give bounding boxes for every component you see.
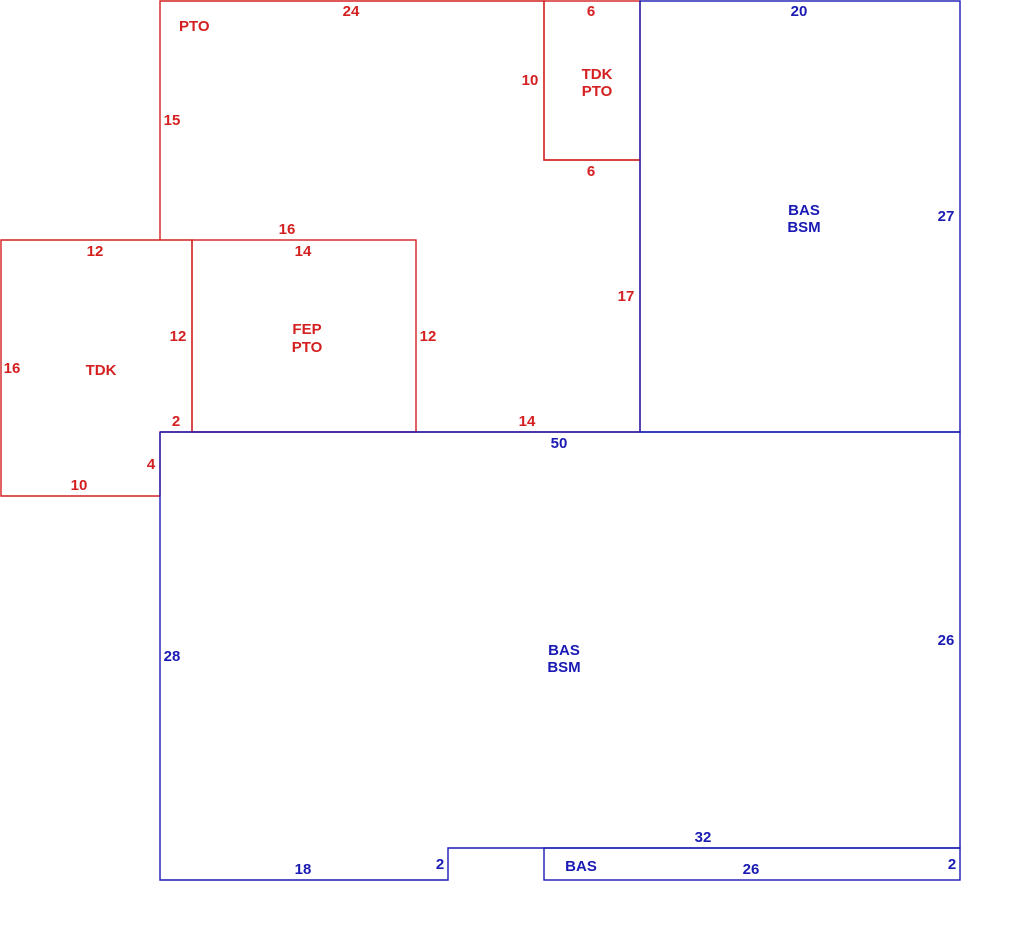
- dim-bas-top-top: 20: [791, 3, 808, 20]
- dim-bas-top-right: 27: [938, 208, 955, 225]
- bas-bsm-main-label-line2: BSM: [547, 659, 580, 676]
- dim-pto-bottom-left: 16: [279, 221, 296, 238]
- dim-main-bottom-left: 18: [295, 861, 312, 878]
- dim-tdkpto-bottom: 6: [587, 163, 595, 180]
- dim-fep-top: 14: [295, 243, 312, 260]
- dim-pto-step: 2: [172, 413, 180, 430]
- dim-tdk-left: 16: [4, 360, 21, 377]
- dim-pto-left: 15: [164, 112, 181, 129]
- dim-strip-top: 32: [695, 829, 712, 846]
- dim-tdk-right: 12: [170, 328, 187, 345]
- bas-bsm-top-label-line1: BAS: [788, 202, 820, 219]
- dim-tdk-bottom: 10: [71, 477, 88, 494]
- dim-main-left: 28: [164, 648, 181, 665]
- dim-tdkpto-left: 10: [522, 72, 539, 89]
- dim-strip-bottom: 26: [743, 861, 760, 878]
- bas-bsm-top-label-line2: BSM: [787, 219, 820, 236]
- dim-tdk-top: 12: [87, 243, 104, 260]
- bas-bsm-main-outline: [159, 431, 961, 881]
- fep-pto-label-line2: PTO: [292, 339, 323, 356]
- dim-main-right: 26: [938, 632, 955, 649]
- tdk-pto-label-line2: PTO: [582, 83, 613, 100]
- tdk-label: TDK: [86, 362, 117, 379]
- dim-fep-right: 12: [420, 328, 437, 345]
- pto-label: PTO: [179, 18, 210, 35]
- dim-main-top: 50: [551, 435, 568, 452]
- fep-pto-label-line1: FEP: [292, 321, 321, 338]
- bas-strip-outline: [543, 847, 961, 881]
- dim-pto-bottom-right: 14: [519, 413, 536, 430]
- bas-bsm-main-label-line1: BAS: [548, 642, 580, 659]
- pto-outline: [159, 0, 641, 433]
- dim-pto-top: 24: [343, 3, 360, 20]
- tdk-pto-label-line1: TDK: [582, 66, 613, 83]
- dim-pto-right: 17: [618, 288, 635, 305]
- dim-strip-right: 2: [948, 856, 956, 873]
- dim-tdk-step: 4: [147, 456, 156, 473]
- bas-strip-label: BAS: [565, 858, 597, 875]
- dim-main-step: 2: [436, 856, 444, 873]
- dim-tdkpto-top: 6: [587, 3, 595, 20]
